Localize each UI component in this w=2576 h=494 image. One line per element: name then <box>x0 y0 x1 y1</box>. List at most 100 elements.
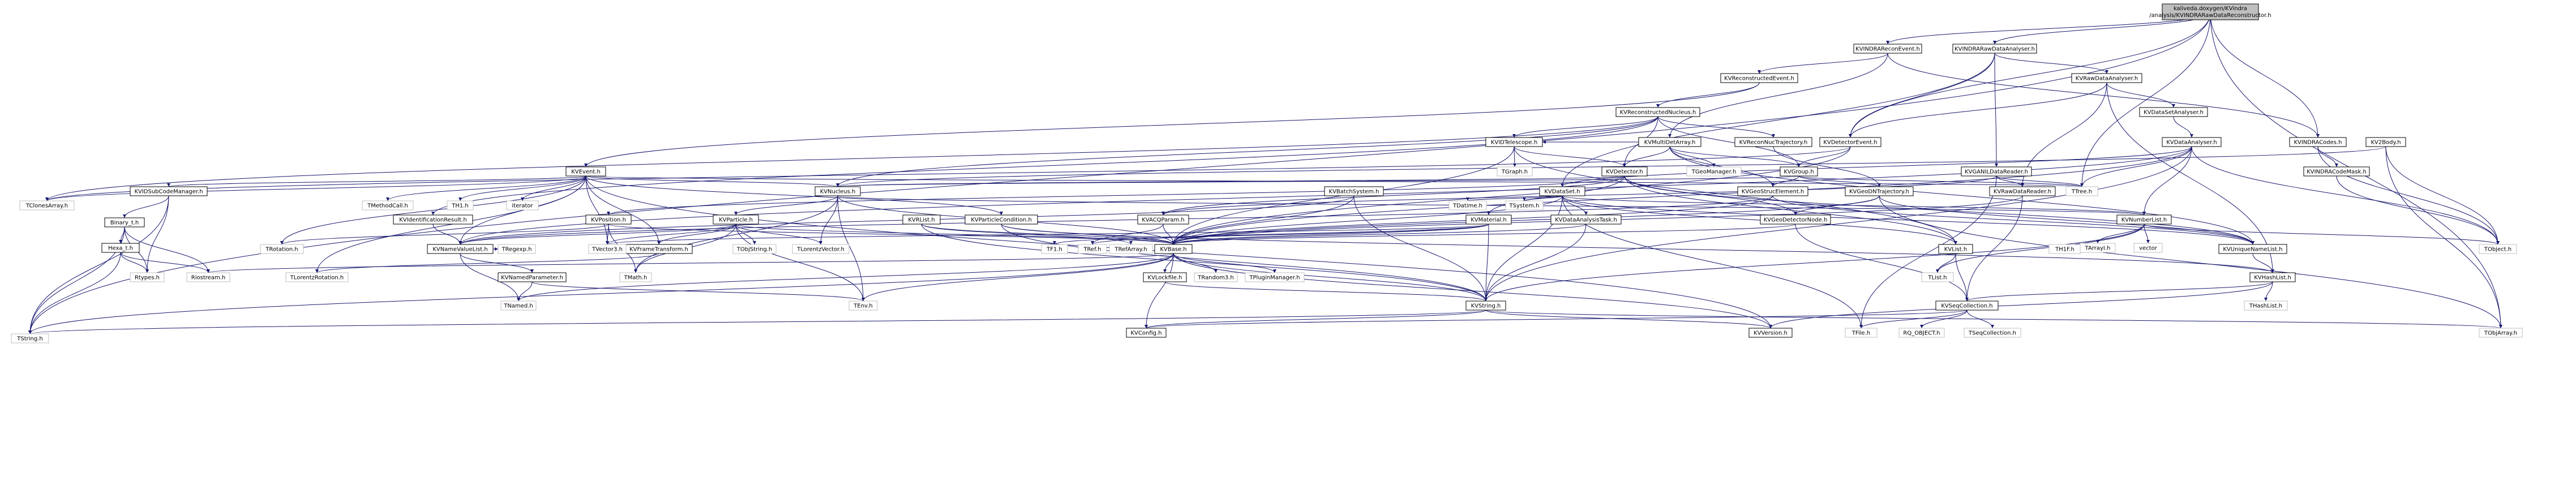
include-edge <box>1485 310 1772 329</box>
include-edge <box>1859 310 1968 329</box>
header-node-kvevent-h[interactable]: KVEvent.h <box>565 166 606 177</box>
header-node-kvreconstructedevent-h[interactable]: KVReconstructedEvent.h <box>1720 73 1798 83</box>
header-node-kvreconstructednucleus-h[interactable]: KVReconstructedNucleus.h <box>1615 107 1700 117</box>
header-node-kvmultidetarray-h[interactable]: KVMultiDetArray.h <box>1638 137 1701 147</box>
header-node-kvstring-h[interactable]: KVString.h <box>1465 300 1506 311</box>
include-edge <box>1484 224 2145 302</box>
header-node-kvdatasetanalyser-h[interactable]: KVDataSetAnalyser.h <box>2139 107 2208 117</box>
header-node-tobject-h: TObject.h <box>2479 244 2517 254</box>
node-label: KVSeqCollection.h <box>1941 303 1992 310</box>
header-node-kvversion-h[interactable]: KVVersion.h <box>1748 328 1793 338</box>
header-node-kvdataset-h[interactable]: KVDataSet.h <box>1539 186 1585 196</box>
include-edge <box>45 116 1658 201</box>
include-edge <box>28 12 2211 334</box>
node-box <box>1497 166 1533 177</box>
header-node-kvindrarawdataanalyser-h[interactable]: KVINDRARawDataAnalyser.h <box>1952 44 2037 54</box>
header-node-kvparticlecondition-h[interactable]: KVParticleCondition.h <box>965 214 1038 225</box>
header-node-kvmaterial-h[interactable]: KVMaterial.h <box>1465 214 1512 225</box>
header-node-kvdetector-h[interactable]: KVDetector.h <box>1601 166 1648 177</box>
node-label: KVGeoDNTrajectory.h <box>1849 189 1909 195</box>
node-label: KVMultiDetArray.h <box>1644 140 1696 146</box>
header-node-kvconfig-h[interactable]: KVConfig.h <box>1126 328 1167 338</box>
include-edge <box>2144 224 2500 245</box>
node-label: KVReconstructedEvent.h <box>1724 76 1794 82</box>
header-node-kvuniquenamelist-h[interactable]: KVUniqueNameList.h <box>2218 244 2287 254</box>
node-label: KVString.h <box>1471 303 1501 310</box>
header-node-kvdataanalysistask-h[interactable]: KVDataAnalysisTask.h <box>1550 214 1622 225</box>
header-node-kvrlist-h[interactable]: KVRList.h <box>902 214 941 225</box>
node-label: KVNamedParameter.h <box>501 275 563 281</box>
node-label: TRotation.h <box>265 247 298 253</box>
node-box <box>2162 137 2222 147</box>
header-node-kvdataanalyser-h[interactable]: KVDataAnalyser.h <box>2162 137 2222 147</box>
include-edge <box>1624 175 1797 216</box>
node-label: TH1F.h <box>2055 247 2074 253</box>
header-node-kvgeodntrajectory-h[interactable]: KVGeoDNTrajectory.h <box>1845 186 1914 196</box>
header-node-kvframetransform-h[interactable]: KVFrameTransform.h <box>625 244 693 254</box>
header-node-kvacqparam-h[interactable]: KVACQParam.h <box>1137 214 1189 225</box>
header-node-tf1-h: TF1.h <box>1041 244 1068 254</box>
header-node-kvbatchsystem-h[interactable]: KVBatchSystem.h <box>1324 186 1384 196</box>
node-label: TTree.h <box>2071 189 2092 195</box>
include-edge <box>28 310 1486 334</box>
include-edge <box>1623 146 1670 167</box>
header-node-kvparticle-h[interactable]: KVParticle.h <box>713 214 759 225</box>
include-edge <box>517 281 533 302</box>
include-edge <box>608 224 1175 245</box>
node-box <box>2065 186 2098 196</box>
root-header-node[interactable]: kaliveda.doxygen/KVindra/analysis/KVINDR… <box>2149 3 2271 20</box>
header-node-rtypes-h: Rtypes.h <box>130 272 165 282</box>
header-node-kvnamedparameter-h[interactable]: KVNamedParameter.h <box>498 272 567 282</box>
header-node-kvrawdatareader-h[interactable]: KVRawDataReader.h <box>1989 186 2056 196</box>
header-node-kvrawdataanalyser-h[interactable]: KVRawDataAnalyser.h <box>2071 73 2142 83</box>
node-box <box>1845 328 1878 338</box>
header-node-hexa-t-h[interactable]: Hexa_t.h <box>101 243 140 253</box>
header-node-kvgeostrucelement-h[interactable]: KVGeoStrucElement.h <box>1737 186 1808 196</box>
node-box <box>1853 44 1922 54</box>
header-node-kvindracodemask-h[interactable]: KVINDRACodeMask.h <box>2303 166 2370 177</box>
node-box <box>1324 186 1384 196</box>
header-node-kvnumberlist-h[interactable]: KVNumberList.h <box>2116 214 2172 225</box>
include-edge <box>1561 53 1995 187</box>
header-node-th1f-h: TH1F.h <box>2048 244 2081 254</box>
header-node-kvreconnuctrajectory-h[interactable]: KVReconNucTrajectory.h <box>1734 137 1812 147</box>
include-edge <box>315 253 659 273</box>
header-node-kvseqcollection-h[interactable]: KVSeqCollection.h <box>1935 300 1999 311</box>
node-label: TF1.h <box>1046 247 1062 253</box>
include-edge <box>584 82 1760 167</box>
header-node-kvnamevaluelist-h[interactable]: KVNameValueList.h <box>427 244 494 254</box>
include-edge <box>1001 224 1175 245</box>
include-edge <box>606 224 610 245</box>
header-node-kvidsubcodemanager-h[interactable]: KVIDSubCodeManager.h <box>130 186 208 196</box>
header-node-kvidtelescope-h[interactable]: KVIDTelescope.h <box>1485 137 1543 147</box>
node-box <box>2116 214 2172 225</box>
node-box <box>965 214 1038 225</box>
node-label: KVHashList.h <box>2254 275 2291 281</box>
header-node-riostream-h: Riostream.h <box>186 272 230 282</box>
header-node-kvnucleus-h[interactable]: KVNucleus.h <box>815 186 861 196</box>
header-node-kvlockfile-h[interactable]: KVLockfile.h <box>1143 272 1187 282</box>
header-node-kvposition-h[interactable]: KVPosition.h <box>585 214 632 225</box>
header-node-kvindracodes-h[interactable]: KVINDRACodes.h <box>2289 137 2347 147</box>
header-node-kvidentificationresult-h[interactable]: KVIdentificationResult.h <box>393 214 473 225</box>
include-edge <box>735 224 822 245</box>
header-node-kvdetectorevent-h[interactable]: KVDetectorEvent.h <box>1819 137 1881 147</box>
header-node-rq-object-h: RQ_OBJECT.h <box>1898 328 1945 338</box>
node-box <box>1154 244 1193 254</box>
header-node-kvhashlist-h[interactable]: KVHashList.h <box>2249 272 2296 282</box>
node-box <box>585 214 632 225</box>
node-box <box>186 272 230 282</box>
header-node-kvganildatareader-h[interactable]: KVGANILDataReader.h <box>1961 166 2032 177</box>
header-node-kvbase-h[interactable]: KVBase.h <box>1154 244 1193 254</box>
node-label: iterator <box>512 203 533 209</box>
header-node-kv2body-h[interactable]: KV2Body.h <box>2365 137 2406 147</box>
header-node-kvgeodetectornode-h[interactable]: KVGeoDetectorNode.h <box>1760 214 1831 225</box>
header-node-kvindrareconevent-h[interactable]: KVINDRAReconEvent.h <box>1853 44 1922 54</box>
node-box <box>1686 166 1742 177</box>
header-node-kvlist-h[interactable]: KVList.h <box>1938 244 1973 254</box>
header-node-tvector3-h: TVector3.h <box>588 244 627 254</box>
node-box <box>19 200 75 211</box>
header-node-binary-t-h[interactable]: Binary_t.h <box>104 217 145 227</box>
node-box <box>101 243 140 253</box>
header-node-kvgroup-h[interactable]: KVGroup.h <box>1780 166 1818 177</box>
